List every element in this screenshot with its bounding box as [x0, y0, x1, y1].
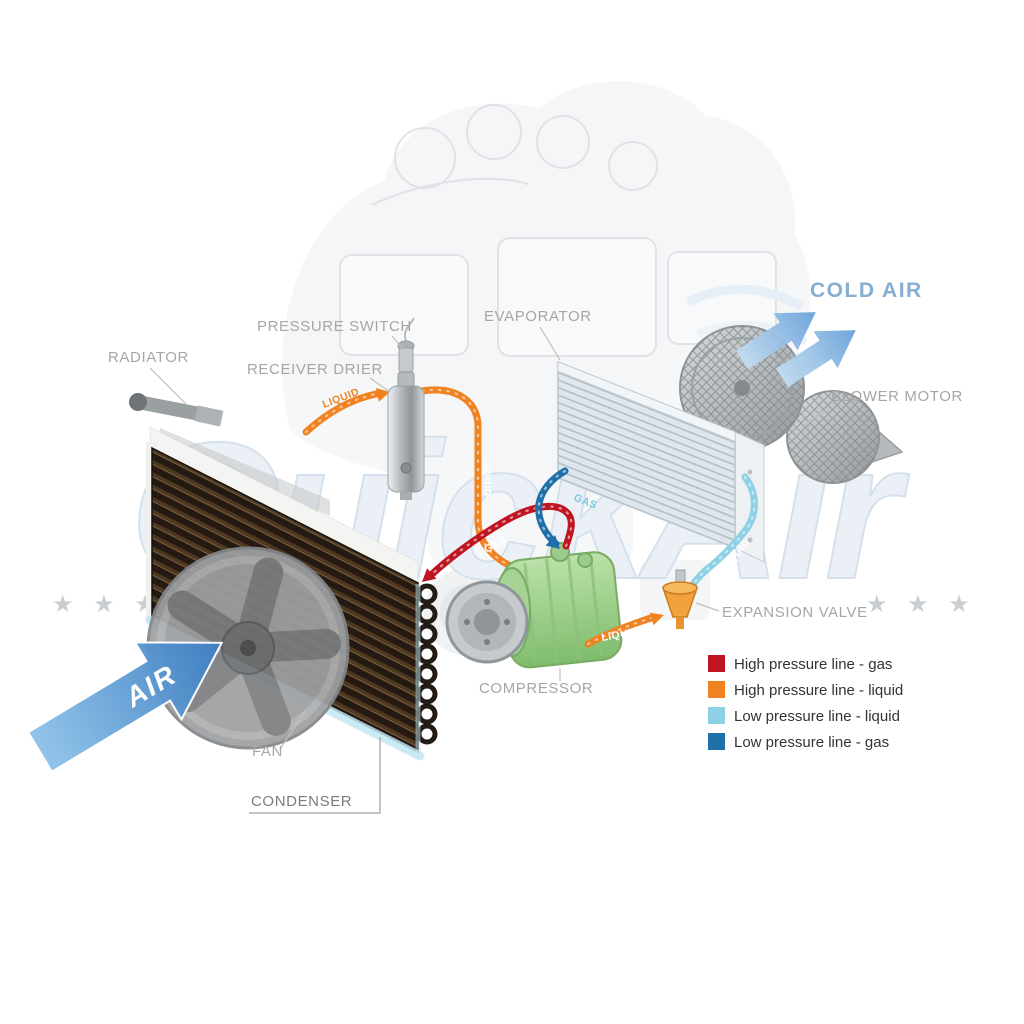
pipe-high-liquid-arrowhead-2: [649, 612, 664, 626]
pipe-high-gas-arrowhead: [422, 568, 437, 582]
cold-air-arrow-1: [736, 312, 816, 370]
radiator-label: RADIATOR: [108, 349, 189, 366]
pipe-high-pressure-liquid: [302, 386, 524, 574]
legend-label-low-liquid: Low pressure line - liquid: [734, 708, 900, 725]
drier-sight-glass: [400, 462, 412, 474]
watermark-stars-right: ★ ★ ★: [866, 590, 976, 618]
pipe-high-liquid-arrowhead-1: [375, 388, 390, 402]
blower-motor-leader: [801, 405, 830, 429]
legend-swatch-low-liquid: [708, 707, 725, 724]
legend: High pressure line - gas High pressure l…: [708, 655, 903, 751]
pipe-high-pressure-liquid-2: [584, 612, 664, 648]
compressor-port-discharge: [577, 552, 593, 568]
watermark-stars-left: ★ ★ ★: [52, 590, 162, 618]
blower-drum-small-mesh: [787, 391, 879, 483]
air-arrow-shape: [26, 641, 224, 774]
evaporator-leader: [539, 326, 561, 361]
cold-air: COLD AIR: [736, 279, 923, 388]
drier-bottom-port: [400, 492, 412, 500]
evaporator-panel-hole-bottom: [747, 537, 753, 543]
compressor-pulley-hub: [474, 609, 500, 635]
pressure-switch: [398, 347, 414, 373]
drier-body: [387, 385, 425, 493]
evaporator-panel-hole-top: [747, 469, 753, 475]
pressure-switch-leader: [391, 335, 404, 350]
fan-leader: [279, 709, 307, 750]
receiver-drier: [387, 317, 425, 500]
radiator: [129, 393, 330, 516]
expansion-valve-top: [662, 581, 698, 595]
radiator-body: [160, 428, 330, 516]
legend-swatch-high-gas: [708, 655, 725, 672]
blower-motor: [679, 325, 904, 484]
fan-label: FAN: [252, 743, 283, 760]
expansion-valve-label: EXPANSION VALVE: [722, 604, 868, 621]
condenser-leader: [249, 737, 381, 814]
condenser-label: CONDENSER: [251, 793, 352, 810]
radiator-leader: [149, 367, 187, 405]
legend-swatch-high-liquid: [708, 681, 725, 698]
evaporator-top-frame: [557, 361, 736, 442]
pressure-switch-label: PRESSURE SWITCH: [257, 318, 412, 335]
expansion-valve-outlet: [676, 617, 684, 629]
receiver-drier-leader: [369, 377, 391, 393]
legend-swatch-low-gas: [708, 733, 725, 750]
pipe-low-pressure-gas: [535, 467, 569, 549]
pulley-bolt: [484, 639, 490, 645]
blower-motor-label: BLOWER MOTOR: [831, 388, 963, 405]
fan-hub-bolt: [240, 640, 256, 656]
evaporator-label: EVAPORATOR: [484, 308, 592, 325]
pressure-switch-wire: [404, 317, 415, 342]
legend-label-high-gas: High pressure line - gas: [734, 656, 892, 673]
pipe-low-gas-arrowhead: [545, 535, 560, 549]
expansion-valve: [661, 569, 699, 629]
cold-air-label: COLD AIR: [810, 279, 923, 302]
liquid-label-vertical: LIQUID: [481, 458, 493, 497]
pulley-bolt: [484, 599, 490, 605]
legend-label-low-gas: Low pressure line - gas: [734, 734, 889, 751]
compressor-label: COMPRESSOR: [479, 680, 593, 697]
pulley-bolt: [504, 619, 510, 625]
radiator-bracket: [194, 405, 224, 427]
receiver-drier-label: RECEIVER DRIER: [247, 361, 383, 378]
radiator-hose-cap: [129, 393, 147, 411]
component-labels: RADIATOR PRESSURE SWITCH RECEIVER DRIER …: [108, 308, 963, 814]
legend-label-high-liquid: High pressure line - liquid: [734, 682, 903, 699]
expansion-valve-leader: [695, 602, 720, 612]
cold-air-arrow-2: [776, 330, 856, 388]
blower-hub: [734, 380, 750, 396]
pulley-bolt: [464, 619, 470, 625]
